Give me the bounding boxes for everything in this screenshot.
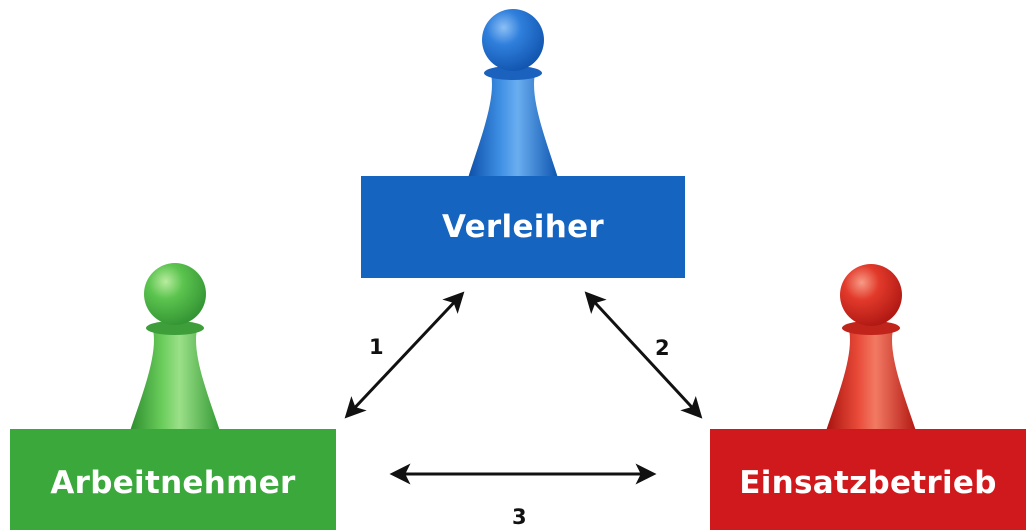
pawn-icon bbox=[130, 263, 220, 431]
arrow-1 bbox=[344, 291, 465, 419]
node-verleiher: Verleiher bbox=[361, 176, 685, 278]
relation-number: 3 bbox=[512, 505, 527, 529]
node-label: Arbeitnehmer bbox=[50, 464, 296, 501]
pawn-icon bbox=[468, 9, 558, 178]
arrow-2 bbox=[584, 291, 703, 419]
relation-number: 1 bbox=[369, 335, 384, 359]
pawn-icon bbox=[826, 264, 916, 431]
node-arbeitnehmer: Arbeitnehmer bbox=[10, 429, 336, 530]
node-label: Verleiher bbox=[442, 209, 604, 245]
node-einsatzbetrieb: Einsatzbetrieb bbox=[710, 429, 1026, 530]
node-label: Einsatzbetrieb bbox=[739, 464, 997, 501]
relation-number: 2 bbox=[655, 336, 670, 360]
